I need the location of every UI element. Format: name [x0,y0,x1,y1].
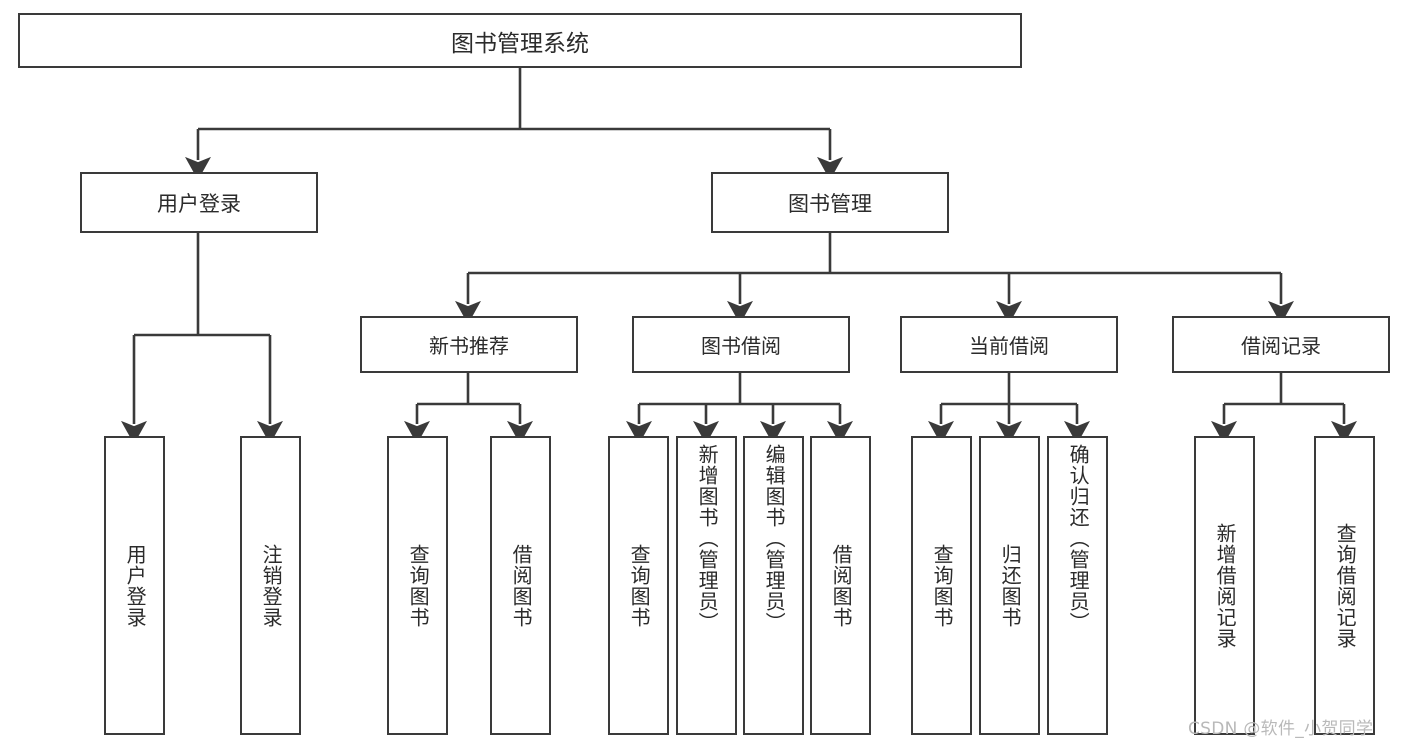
node-label: 借阅图书 [509,543,534,628]
node-label: 新增借阅记录 [1213,522,1238,649]
node-user-login[interactable]: 用户登录 [80,172,318,233]
leaf-user-login[interactable]: 用户登录 [104,436,165,735]
leaf-confirm-return-admin[interactable]: 确认归还（管理员） [1047,436,1108,735]
node-label: 借阅记录 [1241,334,1321,358]
node-label: 用户登录 [123,543,148,628]
leaf-edit-book-admin[interactable]: 编辑图书（管理员） [743,436,804,735]
node-label: 图书借阅 [701,334,781,358]
node-label: 归还图书 [998,543,1023,628]
node-label: 查询图书 [627,543,652,628]
node-label: 注销登录 [259,543,284,628]
leaf-user-logout[interactable]: 注销登录 [240,436,301,735]
leaf-borrow-book-recommend[interactable]: 借阅图书 [490,436,551,735]
leaf-borrow-book[interactable]: 借阅图书 [810,436,871,735]
leaf-query-book-recommend[interactable]: 查询图书 [387,436,448,735]
node-current-borrow[interactable]: 当前借阅 [900,316,1118,373]
leaf-query-book-borrow[interactable]: 查询图书 [608,436,669,735]
node-borrow-record[interactable]: 借阅记录 [1172,316,1390,373]
leaf-add-book-admin[interactable]: 新增图书（管理员） [676,436,737,735]
node-book-management[interactable]: 图书管理 [711,172,949,233]
node-label: 确认归还（管理员） [1066,444,1091,633]
node-label: 新书推荐 [429,334,509,358]
node-label: 当前借阅 [969,334,1049,358]
leaf-query-book-current[interactable]: 查询图书 [911,436,972,735]
leaf-query-borrow-record[interactable]: 查询借阅记录 [1314,436,1375,735]
node-label: 借阅图书 [829,543,854,628]
node-label: 图书管理 [788,191,872,216]
leaf-add-borrow-record[interactable]: 新增借阅记录 [1194,436,1255,735]
node-label: 查询图书 [406,543,431,628]
node-label: 查询图书 [930,543,955,628]
node-new-book-recommend[interactable]: 新书推荐 [360,316,578,373]
csdn-watermark: CSDN @软件_小贺同学 [1188,719,1374,739]
node-label: 图书管理系统 [451,30,589,57]
node-book-borrow[interactable]: 图书借阅 [632,316,850,373]
node-label: 新增图书（管理员） [695,444,720,633]
node-label: 编辑图书（管理员） [762,444,787,633]
node-label: 用户登录 [157,191,241,216]
leaf-return-book[interactable]: 归还图书 [979,436,1040,735]
node-root-system[interactable]: 图书管理系统 [18,13,1022,68]
node-label: 查询借阅记录 [1333,522,1358,649]
